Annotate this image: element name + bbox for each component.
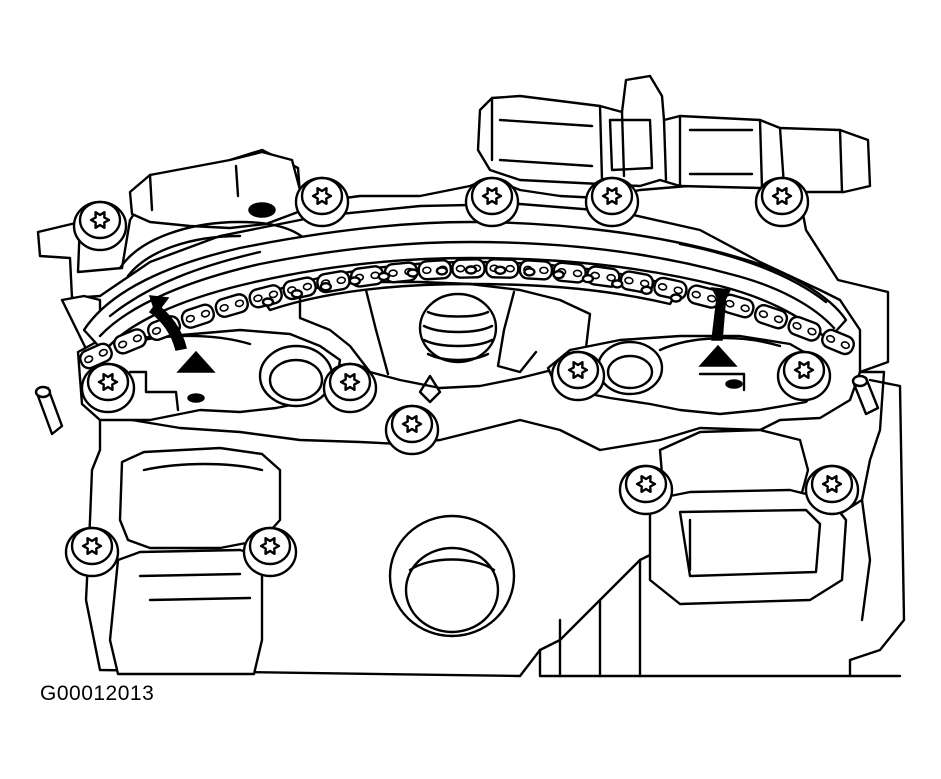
torx-bolt: [72, 200, 128, 252]
chain-link: [753, 303, 789, 330]
chain-roller: [290, 289, 304, 299]
chain-roller: [261, 297, 275, 307]
chain-link: [214, 293, 249, 319]
chain-link: [821, 328, 855, 356]
chain-roller: [319, 282, 332, 292]
torx-bolt: [804, 464, 860, 516]
chain-roller: [348, 276, 361, 286]
right-bearing-bridge: [546, 334, 824, 416]
actuator-motor: [476, 74, 872, 194]
dowel-pins: [34, 374, 880, 436]
upper-housing: [36, 148, 890, 374]
lower-block: [60, 294, 906, 678]
chain-roller: [640, 285, 653, 295]
chain-roller: [581, 274, 595, 284]
torx-bolt: [80, 362, 136, 414]
torx-bolt: [242, 526, 298, 578]
torx-bolt: [754, 176, 810, 228]
chain-roller: [464, 265, 478, 275]
chain-roller: [611, 279, 624, 289]
chain-roller: [406, 268, 419, 278]
torx-bolts: [64, 176, 860, 578]
chain-roller: [552, 270, 565, 280]
rotation-arrows: [148, 287, 732, 351]
torx-bolt: [384, 404, 440, 456]
chain-link: [113, 328, 147, 355]
chain-roller: [377, 271, 390, 282]
chain-roller: [435, 266, 449, 276]
chain-link: [180, 303, 216, 329]
torx-bolt: [618, 464, 674, 516]
torx-bolt: [550, 350, 606, 402]
chain-roller: [494, 265, 507, 275]
torx-bolt: [294, 176, 350, 228]
torx-bolt: [776, 350, 832, 402]
chain-link: [787, 315, 822, 342]
torx-bolt: [64, 526, 120, 578]
torx-bolt: [322, 362, 378, 414]
torx-bolt: [464, 176, 520, 228]
chain-roller: [669, 293, 683, 303]
torx-bolt: [584, 176, 640, 228]
figure-id-label: G00012013: [40, 682, 155, 705]
chain-roller: [523, 267, 536, 277]
